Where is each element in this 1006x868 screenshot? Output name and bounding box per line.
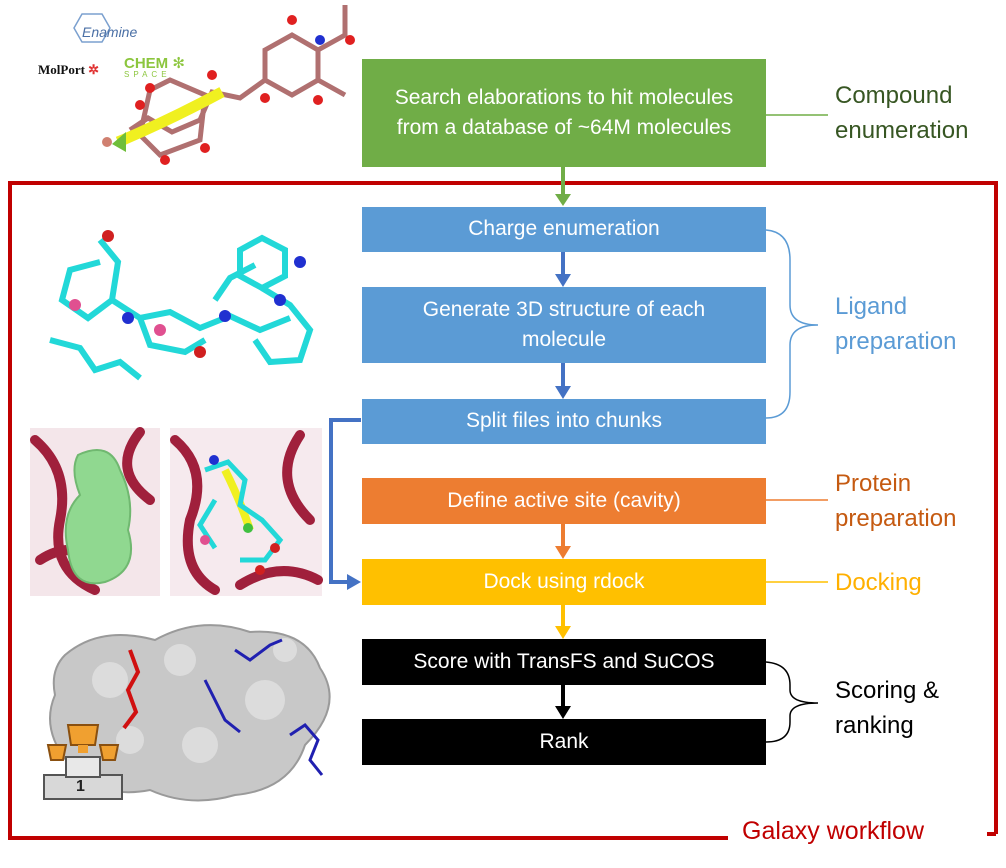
enamine-logo-text: Enamine (82, 24, 138, 40)
ligand-conformers-illustration (49, 234, 314, 381)
brace-scoring (765, 661, 819, 743)
step-split-files: Split files into chunks (362, 399, 766, 444)
arrow-score-to-rank (555, 685, 571, 719)
step-generate-3d: Generate 3D structure of each molecule (362, 287, 766, 363)
ligand-conformer-atoms (69, 230, 306, 358)
chemspace-logo-text: CHEM (124, 55, 169, 72)
step-score-label: Score with TransFS and SuCOS (413, 649, 715, 673)
step-rank-label: Rank (539, 729, 589, 753)
podium-rank-number: 1 (76, 778, 85, 795)
chemspace-atom-icon: ✻ (172, 55, 185, 72)
stage-compound-enumeration: Compound enumeration (835, 82, 969, 144)
brace-ligand (765, 229, 819, 419)
molport-logo: MolPort ✲ (38, 62, 99, 78)
step-rank: Rank (362, 719, 766, 765)
stage-docking: Docking (835, 569, 922, 596)
step-search-elaborations: Search elaborations to hit molecules fro… (362, 59, 766, 167)
arrow-generate-to-split (555, 363, 571, 399)
step-search-label: Search elaborations to hit molecules fro… (394, 85, 734, 139)
enamine-logo-mark (73, 13, 111, 43)
step-score: Score with TransFS and SuCOS (362, 639, 766, 685)
stage-protein-preparation: Protein preparation (835, 470, 957, 532)
arrow-activesite-to-dock (555, 524, 571, 559)
step-charge-label: Charge enumeration (468, 217, 660, 241)
galaxy-workflow-label: Galaxy workflow (742, 817, 924, 845)
arrow-charge-to-generate (555, 252, 571, 287)
stage-scoring-ranking: Scoring & ranking (835, 677, 940, 739)
step-split-label: Split files into chunks (465, 409, 663, 433)
step-define-active-site: Define active site (cavity) (362, 478, 766, 524)
molport-burst-icon: ✲ (88, 62, 100, 77)
docked-ligand-pocket-illustration (170, 428, 323, 596)
chemspace-logo-subtext: SPACE (124, 70, 171, 79)
chemspace-logo: CHEM ✻ SPACE (124, 54, 206, 79)
galaxy-workflow-frame (8, 181, 998, 840)
enamine-logo: Enamine (72, 12, 150, 52)
trophy-podium-icon (43, 724, 123, 800)
stage-ligand-preparation: Ligand preparation (835, 293, 957, 355)
protein-cavity-illustration (30, 427, 160, 596)
arrow-search-to-charge (555, 167, 571, 206)
arrow-split-to-dock (329, 418, 361, 590)
protein-surface-illustration (49, 624, 331, 802)
arrow-dock-to-score (555, 605, 571, 639)
step-dock: Dock using rdock (362, 559, 766, 605)
step-generate-3d-label: Generate 3D structure of each molecule (422, 297, 706, 351)
molecule-hit-illustration (102, 5, 355, 165)
step-dock-label: Dock using rdock (483, 569, 645, 593)
molport-logo-text: MolPort (38, 62, 85, 77)
step-charge-enumeration: Charge enumeration (362, 207, 766, 252)
step-active-site-label: Define active site (cavity) (447, 488, 681, 512)
